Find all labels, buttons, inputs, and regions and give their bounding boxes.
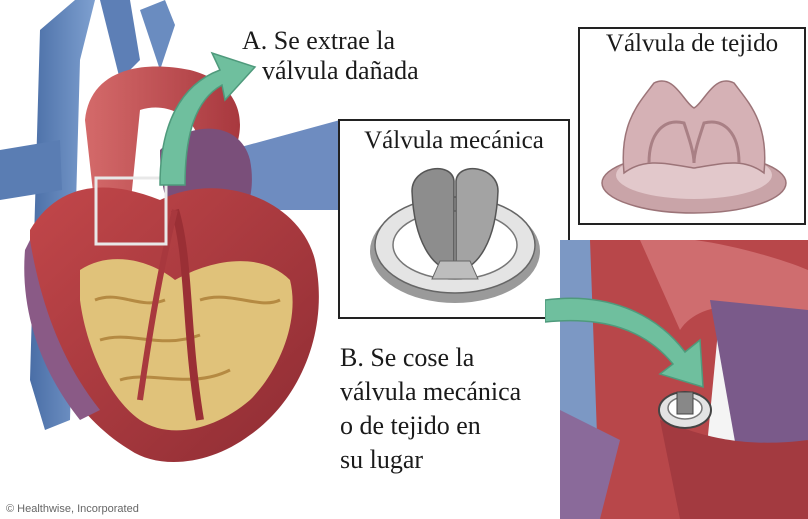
- mechanical-valve-image: [362, 161, 548, 311]
- step-a-line2: válvula dañada: [242, 56, 419, 86]
- step-a-line1: A. Se extrae la: [242, 26, 419, 56]
- tissue-valve-image: [594, 63, 794, 223]
- tissue-valve-title: Válvula de tejido: [580, 30, 804, 58]
- step-b-line4: su lugar: [340, 443, 521, 477]
- step-b-label: B. Se cose la válvula mecánica o de teji…: [340, 341, 521, 477]
- copyright-credit: © Healthwise, Incorporated: [6, 503, 139, 515]
- mechanical-valve-title: Válvula mecánica: [340, 127, 568, 155]
- step-b-line1: B. Se cose la: [340, 341, 521, 375]
- step-b-line3: o de tejido en: [340, 409, 521, 443]
- step-b-line2: válvula mecánica: [340, 375, 521, 409]
- step-a-label: A. Se extrae la válvula dañada: [242, 26, 419, 86]
- placement-arrow: [545, 282, 715, 392]
- tissue-valve-box: Válvula de tejido: [578, 27, 806, 225]
- mechanical-valve-box: Válvula mecánica: [338, 119, 570, 319]
